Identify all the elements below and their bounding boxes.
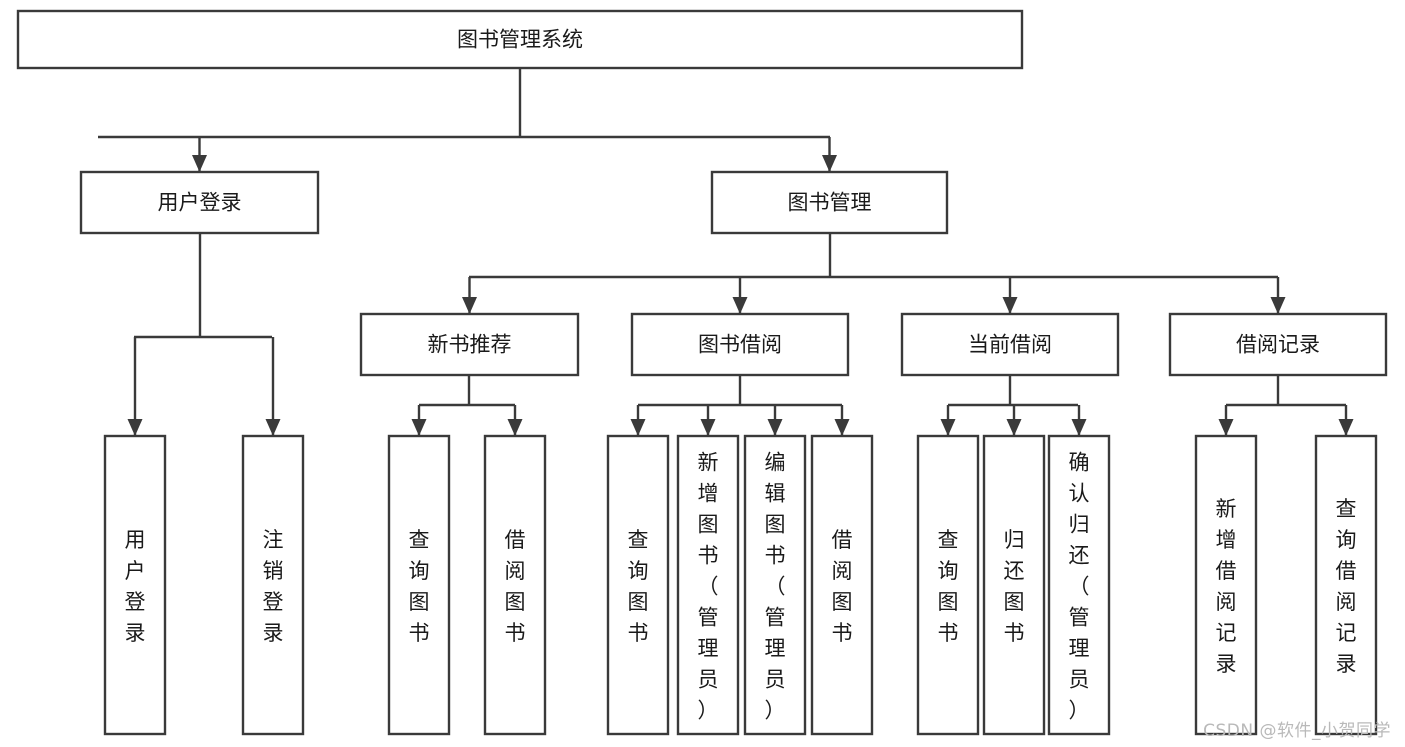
edge-current-to-leaf-confirm-return (1071, 405, 1087, 436)
node-box-leaf-query-record[interactable] (1314, 434, 1378, 736)
node-record[interactable]: 借阅记录 (1168, 312, 1388, 377)
node-label-leaf-query-book-1: 查询图书 (409, 528, 430, 645)
node-box-leaf-query-book-2[interactable] (606, 434, 670, 736)
connector-bus-newbook (419, 375, 515, 407)
edge-current-to-leaf-return-book (1006, 405, 1022, 436)
node-leaf-query-record[interactable]: 查询借阅记录 (1314, 434, 1378, 736)
node-box-login[interactable] (79, 170, 320, 235)
node-box-leaf-add-record[interactable] (1194, 434, 1258, 736)
connector-bus-root (98, 68, 830, 139)
node-box-leaf-query-book-1[interactable] (387, 434, 451, 736)
node-box-leaf-add-book[interactable] (676, 434, 740, 736)
node-label-leaf-add-book: 新增图书（管理员） (698, 451, 719, 723)
node-label-leaf-query-record: 查询借阅记录 (1336, 497, 1357, 676)
node-leaf-return-book[interactable]: 归还图书 (982, 434, 1046, 736)
node-box-leaf-edit-book[interactable] (743, 434, 807, 736)
node-leaf-add-book[interactable]: 新增图书（管理员） (676, 434, 740, 736)
edge-borrow-to-leaf-edit-book (767, 405, 783, 436)
node-box-borrow[interactable] (630, 312, 850, 377)
node-box-leaf-borrow-book-2[interactable] (810, 434, 874, 736)
node-label-leaf-user-login: 用户登录 (125, 528, 146, 645)
edge-current-to-leaf-query-book-3 (940, 405, 956, 436)
node-label-current: 当前借阅 (968, 333, 1052, 357)
node-leaf-user-logout[interactable]: 注销登录 (241, 434, 305, 736)
node-box-leaf-confirm-return[interactable] (1047, 434, 1111, 736)
edge-borrow-to-leaf-query-book-2 (630, 405, 646, 436)
node-box-record[interactable] (1168, 312, 1388, 377)
node-label-leaf-user-logout: 注销登录 (263, 528, 284, 645)
nodes-layer: 图书管理系统用户登录图书管理新书推荐图书借阅当前借阅借阅记录用户登录注销登录查询… (16, 9, 1388, 736)
edge-bookmgmt-to-newbook (462, 277, 477, 314)
node-label-leaf-borrow-book-1: 借阅图书 (505, 528, 526, 645)
node-label-root: 图书管理系统 (457, 28, 583, 52)
node-label-leaf-borrow-book-2: 借阅图书 (832, 528, 853, 645)
node-newbook[interactable]: 新书推荐 (359, 312, 580, 377)
node-box-root[interactable] (16, 9, 1024, 70)
node-box-bookmgmt[interactable] (710, 170, 949, 235)
node-leaf-confirm-return[interactable]: 确认归还（管理员） (1047, 434, 1111, 736)
connector-bus-current (948, 375, 1078, 407)
edge-bookmgmt-to-current (1002, 277, 1018, 314)
node-label-leaf-edit-book: 编辑图书（管理员） (765, 451, 786, 723)
node-leaf-borrow-book-2[interactable]: 借阅图书 (810, 434, 874, 736)
edge-bookmgmt-to-record (1270, 277, 1286, 314)
edge-borrow-to-leaf-borrow-book-2 (834, 405, 850, 436)
edge-login-to-leaf-user-logout (265, 337, 281, 436)
edges-layer (98, 68, 1354, 436)
connector-bus-record (1226, 375, 1346, 407)
node-box-leaf-borrow-book-1[interactable] (483, 434, 547, 736)
node-box-newbook[interactable] (359, 312, 580, 377)
node-label-newbook: 新书推荐 (428, 333, 512, 357)
edge-record-to-leaf-add-record (1218, 405, 1234, 436)
node-bookmgmt[interactable]: 图书管理 (710, 170, 949, 235)
node-label-leaf-query-book-2: 查询图书 (628, 528, 649, 645)
node-leaf-edit-book[interactable]: 编辑图书（管理员） (743, 434, 807, 736)
connector-bus-borrow (638, 375, 842, 407)
edge-newbook-to-leaf-query-book-1 (411, 405, 427, 436)
edge-bookmgmt-to-borrow (732, 277, 748, 314)
node-login[interactable]: 用户登录 (79, 170, 320, 235)
node-borrow[interactable]: 图书借阅 (630, 312, 850, 377)
node-label-leaf-confirm-return: 确认归还（管理员） (1069, 451, 1090, 723)
node-label-leaf-add-record: 新增借阅记录 (1216, 497, 1237, 676)
node-current[interactable]: 当前借阅 (900, 312, 1120, 377)
node-label-record: 借阅记录 (1236, 333, 1320, 357)
node-leaf-borrow-book-1[interactable]: 借阅图书 (483, 434, 547, 736)
node-label-leaf-return-book: 归还图书 (1004, 528, 1025, 645)
node-leaf-query-book-2[interactable]: 查询图书 (606, 434, 670, 736)
edge-record-to-leaf-query-record (1338, 405, 1354, 436)
node-box-current[interactable] (900, 312, 1120, 377)
node-label-leaf-query-book-3: 查询图书 (938, 528, 959, 645)
node-leaf-query-book-1[interactable]: 查询图书 (387, 434, 451, 736)
node-box-leaf-user-login[interactable] (103, 434, 167, 736)
edge-root-to-login (192, 137, 207, 172)
node-leaf-add-record[interactable]: 新增借阅记录 (1194, 434, 1258, 736)
edge-newbook-to-leaf-borrow-book-1 (507, 405, 523, 436)
node-label-borrow: 图书借阅 (698, 333, 782, 357)
connector-bus-login (134, 233, 272, 339)
node-leaf-user-login[interactable]: 用户登录 (103, 434, 167, 736)
node-box-leaf-return-book[interactable] (982, 434, 1046, 736)
node-label-bookmgmt: 图书管理 (788, 191, 872, 215)
edge-login-to-leaf-user-login (127, 337, 143, 436)
node-box-leaf-user-logout[interactable] (241, 434, 305, 736)
node-leaf-query-book-3[interactable]: 查询图书 (916, 434, 980, 736)
connector-bus-bookmgmt (469, 233, 1278, 279)
node-label-login: 用户登录 (158, 191, 242, 215)
node-box-leaf-query-book-3[interactable] (916, 434, 980, 736)
edge-root-to-bookmgmt (822, 137, 837, 172)
edge-borrow-to-leaf-add-book (700, 405, 716, 436)
node-root[interactable]: 图书管理系统 (16, 9, 1024, 70)
